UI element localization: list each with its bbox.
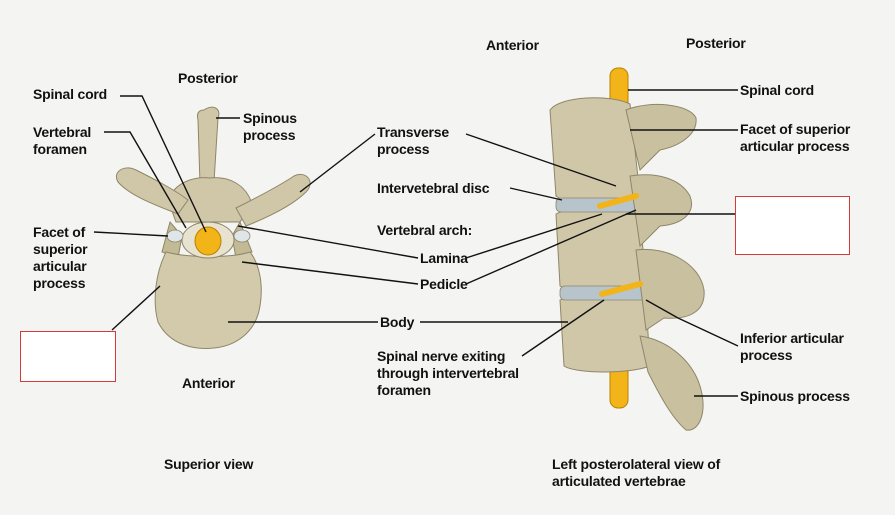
blank-answer-box-left[interactable] — [20, 331, 116, 382]
label-vertebral-foramen: Vertebral foramen — [33, 124, 92, 157]
right-header-posterior: Posterior — [686, 35, 746, 51]
label-spinal-cord-right: Spinal cord — [740, 82, 815, 98]
label-transverse-process: Transverse process — [377, 124, 449, 157]
leader-lines — [93, 89, 739, 397]
articulated-vertebrae-drawing — [549, 67, 705, 431]
label-vertebral-arch: Vertebral arch: — [377, 222, 473, 238]
label-pedicle: Pedicle — [420, 276, 468, 292]
label-body: Body — [380, 314, 415, 330]
right-caption: Left posterolateral view of articulated … — [552, 456, 721, 489]
label-spinous-process-right: Spinous process — [740, 388, 850, 404]
label-spinal-nerve: Spinal nerve exiting through interverteb… — [377, 348, 519, 398]
label-facet-superior-left: Facet of superior articular process — [33, 224, 88, 291]
label-spinal-cord-left: Spinal cord — [33, 86, 108, 102]
right-header-anterior: Anterior — [486, 37, 539, 53]
label-intervertebral-disc: Intervetebral disc — [377, 180, 490, 196]
left-header-posterior: Posterior — [178, 70, 238, 86]
superior-vertebra-drawing — [116, 106, 311, 349]
label-spinous-process-left: Spinous process — [243, 110, 297, 143]
label-inferior-articular: Inferior articular process — [740, 330, 844, 363]
label-facet-superior-right: Facet of superior articular process — [740, 121, 851, 154]
left-caption: Superior view — [164, 456, 254, 472]
left-label-anterior: Anterior — [182, 375, 235, 391]
label-lamina: Lamina — [420, 250, 468, 266]
blank-answer-box-right[interactable] — [735, 196, 850, 255]
